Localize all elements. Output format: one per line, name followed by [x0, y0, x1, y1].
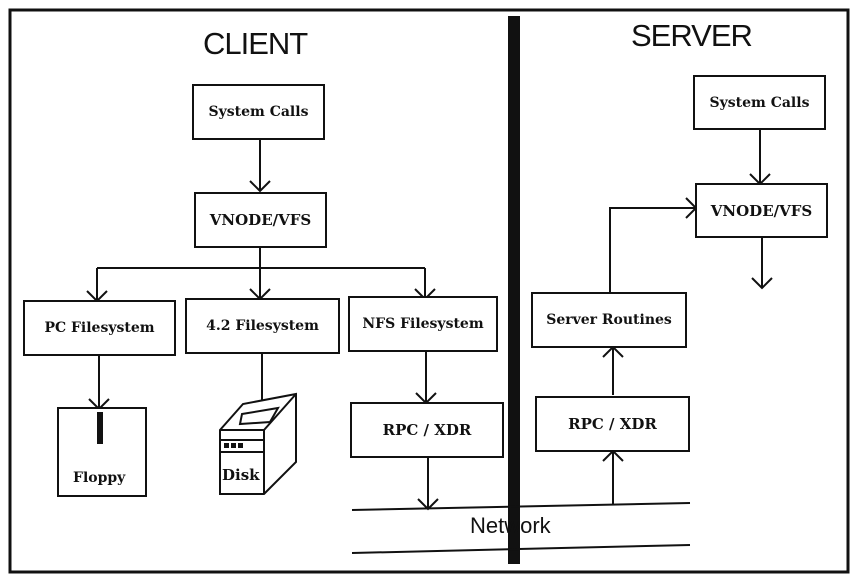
- network-top-line: [351, 502, 691, 511]
- client-vnode-vfs-box: VNODE/VFS: [194, 192, 327, 248]
- network-label: Network: [470, 513, 551, 538]
- fs42-box: 4.2 Filesystem: [185, 298, 340, 354]
- server-title: SERVER: [631, 18, 753, 53]
- client-system-calls-box: System Calls: [192, 84, 325, 140]
- floppy-label: Floppy: [73, 470, 126, 486]
- server-routines-box: Server Routines: [531, 292, 687, 348]
- network-bottom-line: [351, 544, 691, 554]
- floppy-icon: [57, 407, 147, 497]
- disk-icon: [219, 392, 297, 495]
- nfs-filesystem-box: NFS Filesystem: [348, 296, 498, 352]
- client-title: CLIENT: [203, 26, 308, 61]
- client-server-divider: [508, 16, 520, 564]
- pc-filesystem-box: PC Filesystem: [23, 300, 176, 356]
- server-system-calls-box: System Calls: [693, 75, 826, 130]
- client-rpc-xdr-box: RPC / XDR: [350, 402, 504, 458]
- server-vnode-vfs-box: VNODE/VFS: [695, 183, 828, 238]
- outer-frame: [8, 8, 850, 574]
- disk-label: Disk: [222, 466, 260, 484]
- arrow-routines-to-server-vnode: [609, 207, 696, 292]
- server-rpc-xdr-box: RPC / XDR: [535, 396, 690, 452]
